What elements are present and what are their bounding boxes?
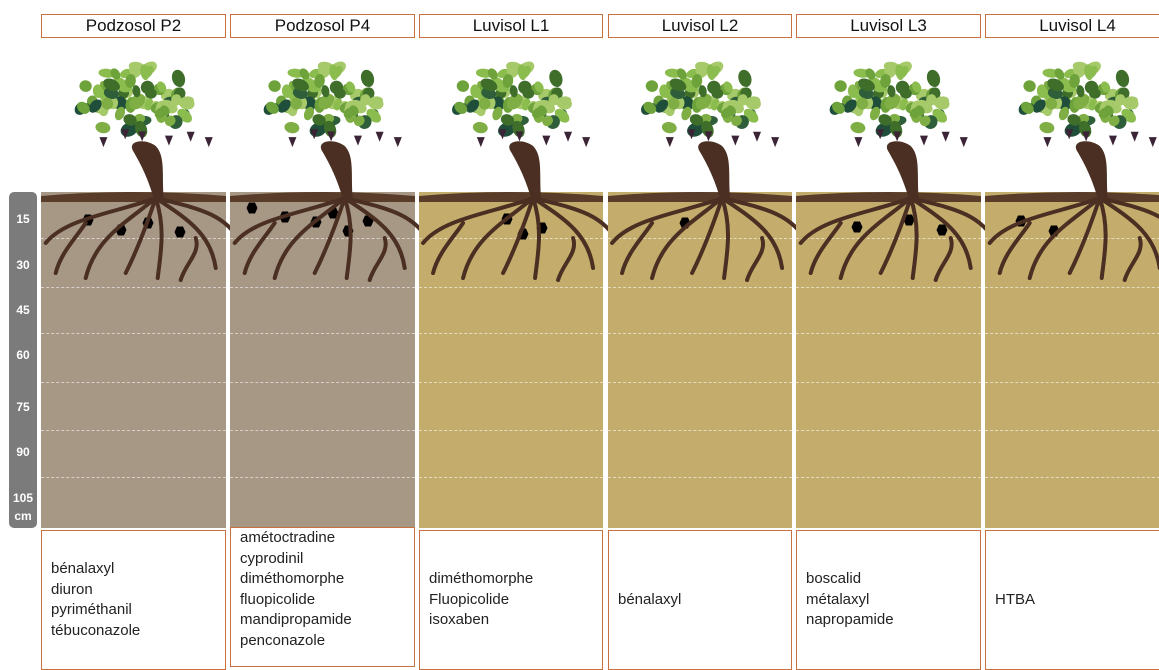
compound-name: Fluopicolide <box>429 590 510 608</box>
soil-profile <box>608 192 792 528</box>
profile-column-1: Podzosol P2 bénalaxyl diuron pyriméthanil t… <box>41 0 243 670</box>
profile-column-2: Podzosol P4 amétoctradine cyprodinil dimét… <box>230 0 432 667</box>
depth-gridline <box>41 477 226 478</box>
depth-gridline <box>419 477 603 478</box>
depth-label-75: 75 <box>16 400 30 414</box>
compound-name: mandipropamide <box>240 611 352 628</box>
depth-gridline <box>230 287 415 288</box>
compound-list: boscalid métalaxyl napropamide <box>796 530 981 670</box>
depth-gridline <box>41 430 226 431</box>
profile-title: Luvisol L3 <box>796 14 981 38</box>
compound-list: bénalaxyl diuron pyriméthanil tébuconazole <box>41 530 226 670</box>
profile-column-4: Luvisol L2 bénalaxyl <box>608 0 810 670</box>
compound-name: isoxaben <box>429 611 490 629</box>
depth-label-60: 60 <box>16 348 30 362</box>
depth-label-90: 90 <box>16 445 30 459</box>
residue-marker <box>174 226 186 238</box>
depth-label-15: 15 <box>16 212 30 226</box>
profile-title: Luvisol L4 <box>985 14 1159 38</box>
depth-gridline <box>608 430 792 431</box>
compound-list: HTBA <box>985 530 1159 670</box>
depth-gridline <box>796 333 981 334</box>
depth-gridline <box>985 477 1159 478</box>
depth-gridline <box>608 238 792 239</box>
depth-gridline <box>41 333 226 334</box>
depth-gridline <box>985 333 1159 334</box>
compound-name: bénalaxyl <box>618 590 682 608</box>
compound-name: diméthomorphe <box>240 570 345 587</box>
compound-name: HTBA <box>995 590 1036 608</box>
depth-label-30: 30 <box>16 258 30 272</box>
compound-name: tébuconazole <box>51 621 141 639</box>
profile-title: Luvisol L2 <box>608 14 792 38</box>
depth-scale <box>9 192 37 528</box>
profile-column-5: Luvisol L3 boscalid métalaxyl napropamide <box>796 0 998 670</box>
profile-column-6: Luvisol L4 HTBA <box>985 0 1159 670</box>
grapevine-illustration <box>985 61 1159 282</box>
depth-label-45: 45 <box>16 303 30 317</box>
depth-gridline <box>796 430 981 431</box>
depth-gridline <box>985 382 1159 383</box>
grapevine-illustration <box>41 61 243 282</box>
depth-gridline <box>796 477 981 478</box>
depth-unit-label: cm <box>14 509 32 523</box>
depth-gridline <box>985 238 1159 239</box>
depth-gridline <box>985 430 1159 431</box>
depth-gridline <box>608 382 792 383</box>
profile-title: Luvisol L1 <box>419 14 603 38</box>
depth-label-105: 105 <box>12 491 34 505</box>
depth-gridline <box>230 477 415 478</box>
grapevine-illustration <box>230 61 432 282</box>
compound-name: diuron <box>51 580 93 598</box>
depth-gridline <box>608 477 792 478</box>
depth-gridline <box>419 382 603 383</box>
compound-name: métalaxyl <box>806 590 870 608</box>
residue-marker <box>936 224 948 236</box>
compound-name: pyriméthanil <box>51 601 132 618</box>
compound-name: diméthomorphe <box>429 570 534 588</box>
depth-gridline <box>41 287 226 288</box>
grapevine-illustration <box>608 61 810 282</box>
compound-list: bénalaxyl <box>608 530 792 670</box>
compound-name: napropamide <box>806 611 894 629</box>
depth-gridline <box>419 287 603 288</box>
depth-gridline <box>419 333 603 334</box>
profile-title: Podzosol P2 <box>41 14 226 38</box>
depth-gridline <box>230 333 415 334</box>
compound-name: fluopicolide <box>240 590 316 608</box>
depth-gridline <box>608 333 792 334</box>
depth-gridline <box>796 287 981 288</box>
compound-name: penconazole <box>240 631 326 649</box>
compound-name: boscalid <box>806 570 862 588</box>
grapevine-illustration <box>419 61 621 282</box>
depth-gridline <box>985 287 1159 288</box>
depth-gridline <box>419 238 603 239</box>
residue-marker <box>246 202 258 214</box>
depth-gridline <box>230 238 415 239</box>
compound-name: bénalaxyl <box>51 560 115 577</box>
depth-gridline <box>230 430 415 431</box>
compound-name: amétoctradine <box>240 529 336 546</box>
residue-marker <box>903 214 915 226</box>
grapevine-illustration <box>796 61 998 282</box>
profile-title: Podzosol P4 <box>230 14 415 38</box>
compound-name: cyprodinil <box>240 549 304 567</box>
depth-gridline <box>796 238 981 239</box>
depth-gridline <box>230 382 415 383</box>
compound-list: amétoctradine cyprodinil diméthomorphe fluo… <box>230 527 415 667</box>
residue-marker <box>851 221 863 233</box>
depth-gridline <box>41 238 226 239</box>
depth-gridline <box>608 287 792 288</box>
depth-gridline <box>41 382 226 383</box>
depth-gridline <box>796 382 981 383</box>
depth-gridline <box>419 430 603 431</box>
